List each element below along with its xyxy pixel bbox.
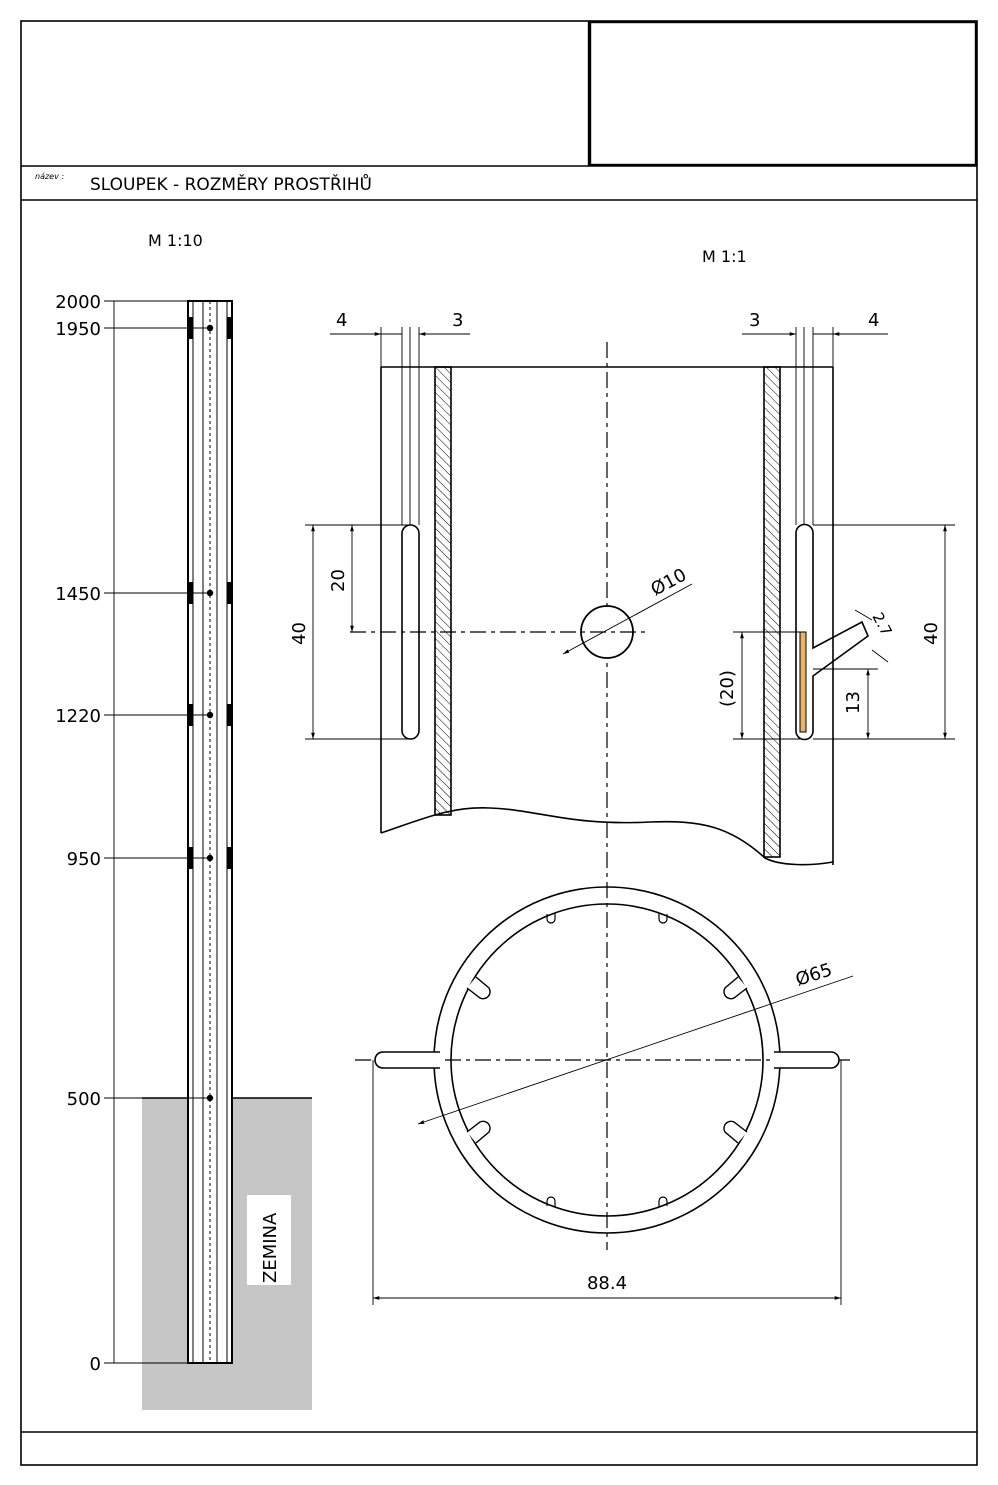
tube-detail bbox=[350, 366, 869, 866]
scale-label-right: M 1:1 bbox=[702, 247, 747, 266]
level-label: 1220 bbox=[55, 706, 101, 727]
name-label: název : bbox=[35, 172, 64, 181]
section-diameter-label: Ø65 bbox=[793, 959, 835, 990]
level-label: 950 bbox=[67, 849, 101, 870]
dim-tab-width: 2.7 bbox=[868, 609, 895, 639]
level-dimension-lines bbox=[104, 300, 210, 1364]
level-label: 0 bbox=[90, 1354, 101, 1375]
sheet-frame bbox=[20, 20, 978, 1466]
ground-label: ZEMINA bbox=[260, 1212, 281, 1283]
overall-width-label: 88.4 bbox=[587, 1273, 627, 1294]
hole-leader bbox=[562, 583, 693, 655]
right-slot-dimensions bbox=[733, 524, 955, 740]
dim-bottom-offset: 13 bbox=[843, 691, 864, 714]
dim-lower-part: (20) bbox=[717, 670, 738, 707]
dim-slot-half: 20 bbox=[328, 569, 349, 592]
overall-width-dimension bbox=[372, 1060, 842, 1305]
hole-diameter-label: Ø10 bbox=[647, 564, 690, 600]
dim-right-outer: 4 bbox=[868, 310, 879, 331]
dim-right-inner: 3 bbox=[749, 310, 760, 331]
dim-slot-length-left: 40 bbox=[289, 622, 310, 645]
stamp-box bbox=[588, 20, 978, 167]
dim-left-inner: 3 bbox=[452, 310, 463, 331]
tube-section bbox=[374, 886, 840, 1234]
left-slot-dimensions bbox=[305, 524, 410, 740]
wall-dimensions bbox=[330, 327, 888, 525]
drawing-title: SLOUPEK - ROZMĚRY PROSTŘIHŮ bbox=[90, 173, 372, 195]
level-label: 1950 bbox=[55, 319, 101, 340]
post-elevation bbox=[187, 300, 233, 1364]
level-label: 1450 bbox=[55, 584, 101, 605]
dim-left-outer: 4 bbox=[336, 310, 347, 331]
scale-label-left: M 1:10 bbox=[148, 231, 203, 250]
dim-slot-length-right: 40 bbox=[921, 622, 942, 645]
section-diameter-leader bbox=[417, 975, 854, 1125]
level-label: 500 bbox=[67, 1089, 101, 1110]
level-label: 2000 bbox=[55, 292, 101, 313]
